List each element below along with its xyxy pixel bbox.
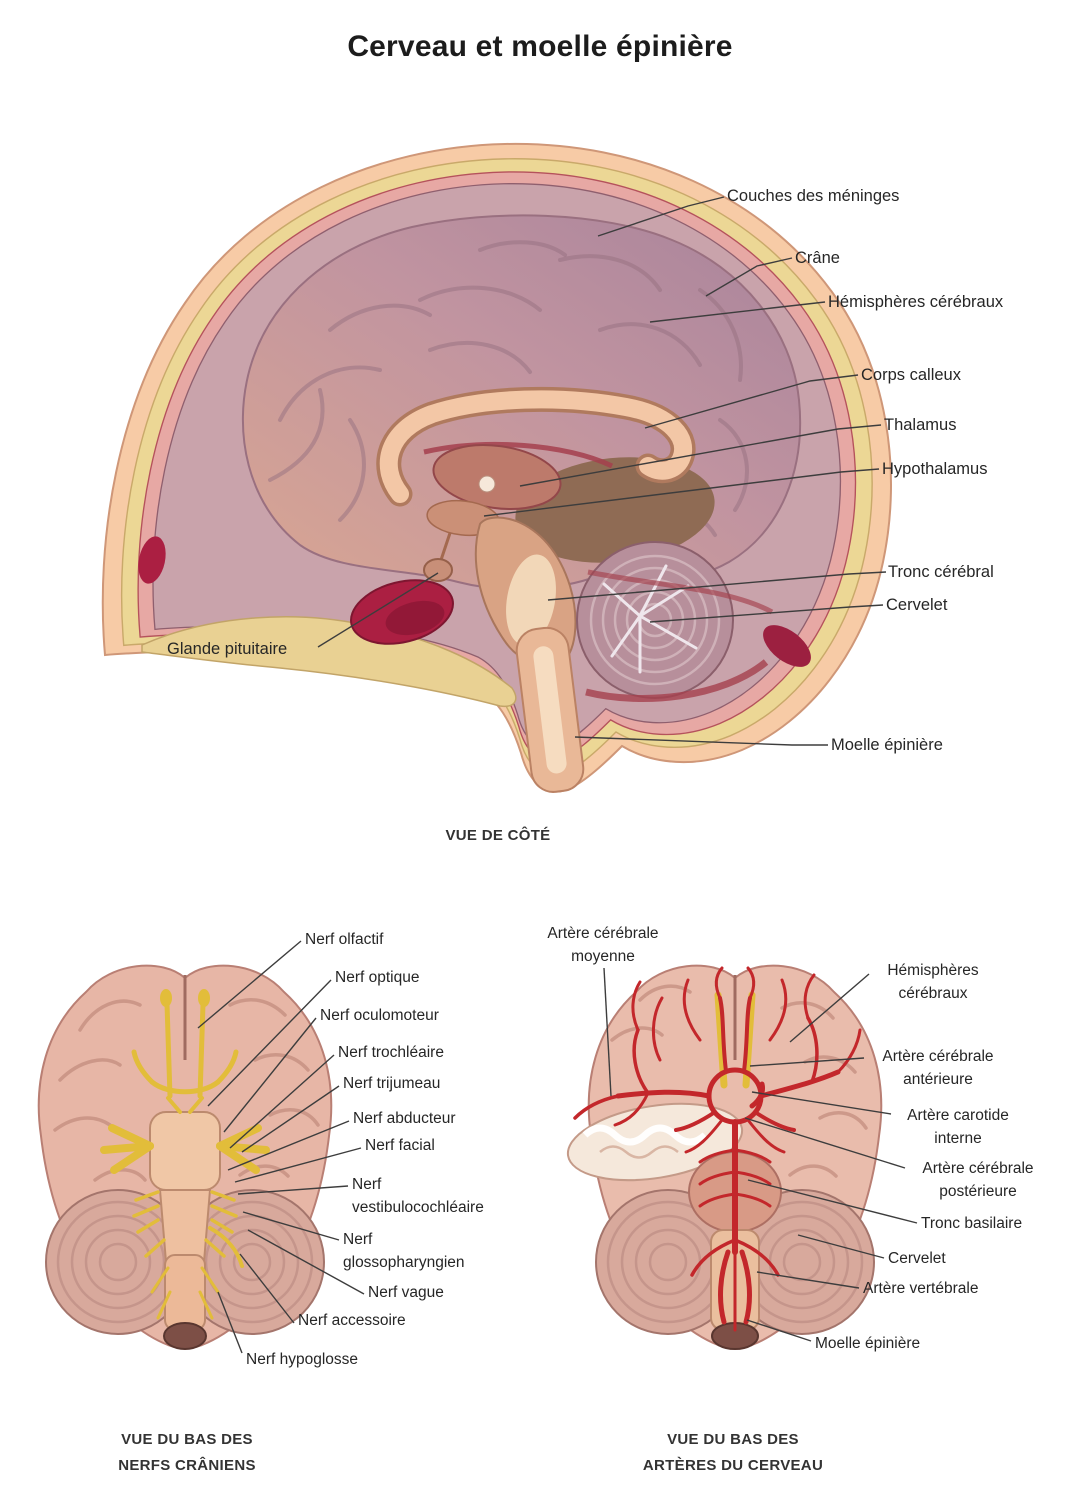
spinal-cord-shape bbox=[515, 626, 585, 793]
label-tronc-cerebral: Tronc cérébral bbox=[888, 563, 994, 581]
leader-lines bbox=[197, 196, 918, 1354]
gyri-lines bbox=[53, 998, 320, 1182]
label-moelle-epiniere-2: Moelle épinière bbox=[815, 1335, 921, 1352]
label-nerf-trijumeau: Nerf trijumeau bbox=[343, 1075, 441, 1092]
caption-arteres-cerveau: VUE DU BAS DES ARTÈRES DU CERVEAU bbox=[642, 1431, 824, 1474]
label-nerf-vague: Nerf vague bbox=[368, 1284, 444, 1301]
page-title: Cerveau et moelle épinière bbox=[347, 30, 733, 63]
label-nerf-hypoglosse: Nerf hypoglosse bbox=[246, 1351, 359, 1368]
label-hemispheres-cerebraux: Hémisphères cérébraux bbox=[828, 293, 1004, 311]
arteries-illustration bbox=[566, 964, 883, 1350]
label-nerf-glossopharyngien: Nerf glossopharyngien bbox=[343, 1231, 465, 1272]
medulla bbox=[158, 1189, 212, 1263]
label-thalamus: Thalamus bbox=[884, 416, 957, 434]
internal-carotid bbox=[749, 1081, 765, 1109]
artery-network bbox=[573, 966, 862, 1332]
label-nerf-vestibulocochleaire: Nerf vestibulocochléaire bbox=[352, 1176, 484, 1217]
frontal-sinus bbox=[138, 536, 166, 584]
label-nerf-olfactif: Nerf olfactif bbox=[305, 931, 384, 948]
caption-vue-de-cote: VUE DE CÔTÉ bbox=[445, 827, 551, 844]
label-artere-vertebrale: Artère vertébrale bbox=[863, 1280, 979, 1297]
label-cervelet-2: Cervelet bbox=[888, 1250, 946, 1267]
label-artere-cerebrale-anterieure: Artère cérébrale antérieure bbox=[882, 1048, 994, 1089]
label-moelle-epiniere: Moelle épinière bbox=[831, 736, 943, 754]
cranial-nerves bbox=[100, 989, 270, 1320]
label-nerf-optique: Nerf optique bbox=[335, 969, 420, 986]
skull-base bbox=[141, 616, 517, 708]
label-nerf-facial: Nerf facial bbox=[365, 1137, 435, 1154]
label-corps-calleux: Corps calleux bbox=[861, 366, 961, 384]
cerebellum-shape bbox=[576, 541, 734, 699]
cord-tip bbox=[163, 1322, 207, 1350]
label-nerf-abducteur: Nerf abducteur bbox=[353, 1110, 456, 1127]
caption-nerfs-craniens: VUE DU BAS DES NERFS CRÂNIENS bbox=[118, 1431, 256, 1474]
label-cervelet: Cervelet bbox=[886, 596, 948, 614]
label-hemispheres-cerebraux-2: Hémisphères cérébraux bbox=[887, 962, 979, 1003]
occipital-sinus bbox=[763, 625, 811, 667]
thalamus-shape bbox=[432, 444, 562, 510]
vertebral-artery bbox=[718, 1249, 731, 1325]
label-hypothalamus: Hypothalamus bbox=[882, 460, 988, 478]
label-nerf-trochleaire: Nerf trochléaire bbox=[338, 1044, 444, 1061]
septum-region bbox=[515, 457, 715, 563]
label-nerf-oculomoteur: Nerf oculomoteur bbox=[320, 1007, 439, 1024]
label-artere-carotide-interne: Artère carotide interne bbox=[907, 1107, 1009, 1148]
label-artere-cerebrale-posterieure: Artère cérébrale postérieure bbox=[922, 1160, 1034, 1201]
pituitary-shape bbox=[423, 558, 453, 582]
optic-nerve bbox=[714, 991, 728, 1089]
label-crane: Crâne bbox=[795, 249, 840, 267]
label-glande-pituitaire: Glande pituitaire bbox=[167, 640, 288, 658]
label-tronc-basilaire: Tronc basilaire bbox=[921, 1215, 1023, 1232]
nerves-illustration bbox=[37, 964, 333, 1350]
label-artere-cerebrale-moyenne: Artère cérébrale moyenne bbox=[547, 925, 659, 966]
label-nerf-accessoire: Nerf accessoire bbox=[298, 1312, 406, 1329]
sagittal-illustration bbox=[101, 142, 893, 793]
pons bbox=[149, 1111, 221, 1191]
label-couches-meninges: Couches des méninges bbox=[727, 187, 900, 205]
